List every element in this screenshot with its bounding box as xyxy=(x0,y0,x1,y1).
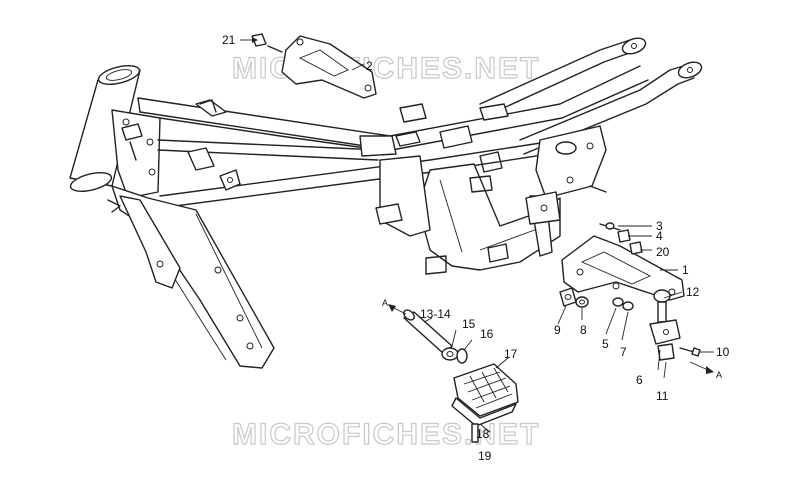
callout-7: 7 xyxy=(620,345,627,359)
engine-mount-front xyxy=(119,195,181,289)
seat-mount-tab-2 xyxy=(395,131,421,147)
callout-18: 18 xyxy=(476,427,490,441)
part-2-bracket xyxy=(281,35,377,99)
callout-6: 6 xyxy=(636,373,643,387)
callout-17: 17 xyxy=(504,347,518,361)
part-19-screw xyxy=(471,423,479,443)
part-21-nut xyxy=(251,33,283,53)
footrest-assembly xyxy=(403,309,519,443)
callout-10: 10 xyxy=(716,345,730,359)
callout-16: 16 xyxy=(480,327,494,341)
lower-tube xyxy=(159,139,561,197)
arrow-ref-right: A xyxy=(689,361,722,380)
coil-bracket xyxy=(187,147,215,171)
rear-gusset-plate xyxy=(535,125,607,199)
part-16-spring xyxy=(456,348,468,364)
part-20-nut xyxy=(629,241,643,255)
part-10-bolt xyxy=(691,347,701,357)
callout-15: 15 xyxy=(462,317,476,331)
part-1-bracket xyxy=(561,235,685,301)
steering-head-bottom xyxy=(69,172,113,192)
cross-tube-mount xyxy=(359,135,397,157)
part-5-washer xyxy=(612,297,624,307)
lock-icon xyxy=(121,123,143,141)
rear-rail-right xyxy=(519,63,691,141)
center-bracket xyxy=(379,155,431,237)
callout-8: 8 xyxy=(580,323,587,337)
fasteners-lower-left xyxy=(559,287,589,308)
callout-1: 1 xyxy=(682,263,689,277)
footrest-bracket xyxy=(561,235,685,301)
watermark-top: MICROFICHES.NET xyxy=(232,52,540,85)
callout-21: 21 xyxy=(222,33,236,47)
callout-5: 5 xyxy=(602,337,609,351)
arrow-ref-left-label: A xyxy=(382,298,388,308)
part-18-plate xyxy=(451,397,517,427)
leader-lines xyxy=(240,37,714,433)
part-12-knob xyxy=(653,289,671,303)
arrow-ref-right-label: A xyxy=(716,370,722,380)
watermark-bottom: MICROFICHES.NET xyxy=(232,418,540,451)
upper-heel-plate xyxy=(281,35,377,99)
seat-mount-tab-1 xyxy=(439,125,473,149)
rear-rail-left xyxy=(479,39,631,105)
callout-13-14: 13-14 xyxy=(420,307,451,321)
fasteners-center xyxy=(612,297,634,311)
callout-12: 12 xyxy=(686,285,700,299)
part-7-washer xyxy=(622,301,634,311)
callout-20: 20 xyxy=(656,245,670,259)
tank-mount-tab-1 xyxy=(399,103,427,123)
callout-2: 2 xyxy=(366,59,373,73)
frame xyxy=(69,37,703,369)
callout-19: 19 xyxy=(478,449,492,463)
tank-mount-front xyxy=(195,99,227,117)
callout-3: 3 xyxy=(656,219,663,233)
part-11-nut xyxy=(657,343,675,361)
callouts: 21 2 3 4 20 1 12 9 8 5 7 6 11 10 13-14 1… xyxy=(222,33,730,463)
part-3-washer xyxy=(605,222,615,230)
callout-4: 4 xyxy=(656,229,663,243)
callout-9: 9 xyxy=(554,323,561,337)
part-4-nut xyxy=(617,229,631,243)
fasteners-upper-right xyxy=(599,222,643,255)
arrow-ref-left: A xyxy=(382,298,407,315)
callout-11: 11 xyxy=(656,389,669,403)
head-gusset xyxy=(111,109,161,199)
tank-mount-tab-2 xyxy=(479,103,509,121)
footpeg-assembly-right xyxy=(649,289,701,361)
top-tube-upper xyxy=(137,65,641,137)
part-17-footpeg-rubber xyxy=(453,363,519,417)
pivot-boss xyxy=(555,141,577,155)
